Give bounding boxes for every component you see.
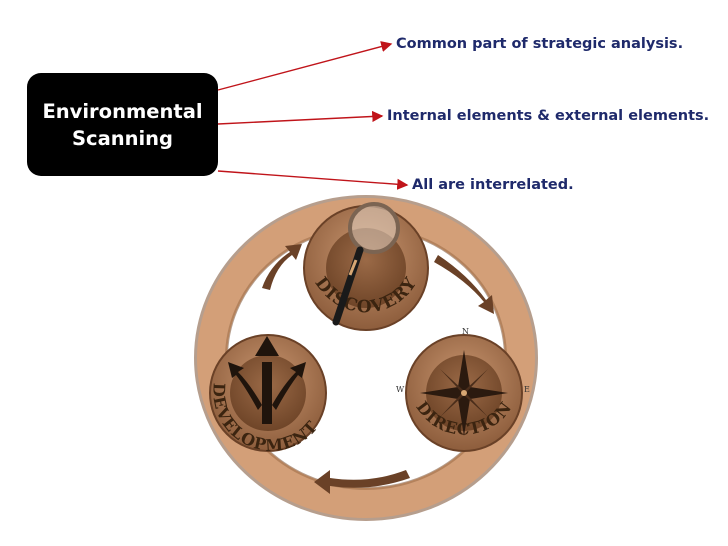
box-line-1: Environmental [42, 99, 203, 123]
point-strategic-analysis: Common part of strategic analysis. [396, 36, 684, 52]
compass-north-label: N [462, 327, 469, 336]
arrow-to-point-3 [217, 170, 409, 190]
arrow-to-point-1 [217, 41, 393, 91]
compass-rose-icon [420, 350, 508, 436]
direction-medallion: DIRECTION N E W [396, 327, 530, 452]
branching-arrows-icon [228, 336, 306, 424]
arrow-to-point-2 [217, 110, 384, 125]
magnifier-icon [332, 202, 400, 326]
discovery-medallion: DISCOVERY [303, 202, 429, 331]
point-interrelated: All are interrelated. [412, 177, 574, 193]
box-line-2: Scanning [71, 126, 174, 150]
compass-west-label: W [396, 385, 405, 394]
point-elements: Internal elements & external elements. [387, 108, 710, 124]
environmental-scanning-box: Environmental Scanning [27, 73, 218, 176]
cycle-arrow-icon [262, 244, 494, 494]
compass-east-label: E [524, 385, 530, 394]
